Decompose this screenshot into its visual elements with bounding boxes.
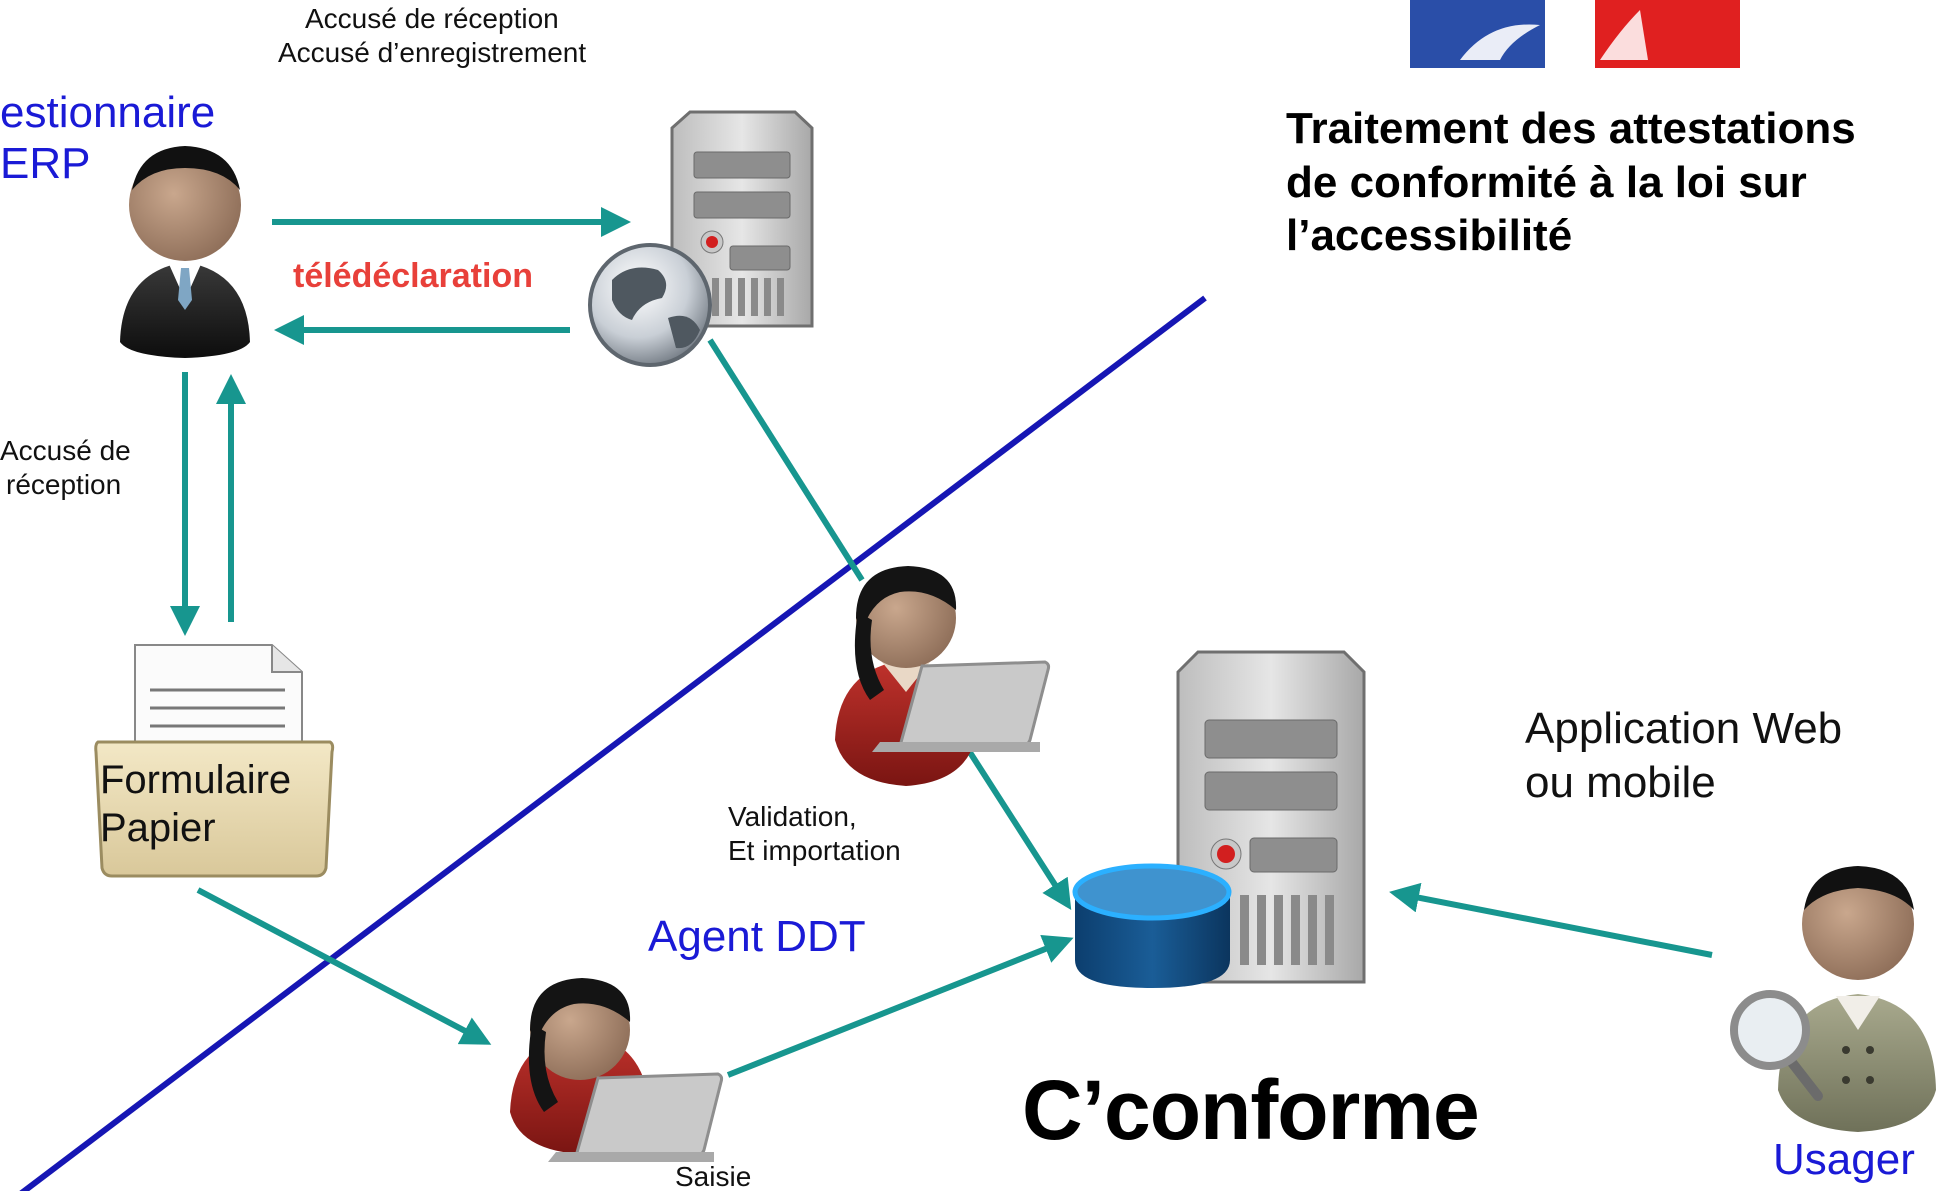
arrow-user-to-server [1389, 882, 1713, 958]
label-accuse-enregistrement: Accusé d’enregistrement [278, 37, 587, 68]
flow-arrows [170, 207, 1713, 1078]
domain-divider-line [19, 295, 1207, 1191]
label-app-web-line2: ou mobile [1525, 757, 1716, 807]
agent-entry-icon [510, 978, 724, 1162]
logo-icon [1410, 0, 1740, 68]
label-accuse-de-reception: Accusé de réception [0, 434, 131, 501]
label-validation: Validation, Et importation [728, 800, 901, 867]
agent-validation-icon [835, 566, 1051, 786]
label-accuse-reception-top: Accusé de réception [305, 3, 559, 34]
page-title-line3: l’accessibilité [1286, 211, 1573, 261]
form-label-formulaire: Formulaire [100, 758, 292, 802]
label-accuse-de: Accusé de [0, 435, 131, 466]
label-saisie: Saisie [675, 1161, 752, 1192]
actor-usager-label: Usager [1773, 1135, 1915, 1184]
form-label-papier: Papier [100, 806, 216, 850]
arrow-agent-to-database [959, 738, 1072, 911]
manager-icon [120, 146, 250, 358]
label-teledeclaration: télédéclaration [293, 257, 533, 295]
label-reception: réception [6, 468, 122, 500]
magnifier-icon [1730, 990, 1823, 1101]
actor-gestionnaire-label: estionnaire ERP [0, 88, 215, 189]
arrow-form-to-agent-entry [196, 887, 492, 1045]
paper-form-icon [94, 644, 335, 878]
actor-gestionnaire-line1: estionnaire [0, 88, 216, 137]
actor-gestionnaire-line2: ERP [0, 138, 91, 188]
page-title-line2: de conformité à la loi sur [1286, 157, 1807, 207]
label-validation-line2: Et importation [728, 834, 901, 866]
label-app-web-line1: Application Web [1525, 704, 1843, 753]
form-label: Formulaire Papier [100, 756, 291, 852]
page-title-line1: Traitement des attestations [1286, 104, 1856, 153]
line-server-to-agent [707, 338, 865, 582]
globe-icon [588, 243, 712, 367]
arrow-agent-entry-to-database [726, 934, 1074, 1078]
label-app-web: Application Web ou mobile [1525, 702, 1842, 809]
web-server-icon [670, 110, 814, 328]
user-search-icon [1778, 866, 1936, 1132]
actor-agent-label: Agent DDT [648, 912, 866, 961]
app-name: C’conforme [1022, 1063, 1480, 1157]
label-validation-line1: Validation, [728, 801, 857, 832]
page-title: Traitement des attestations de conformit… [1286, 102, 1856, 263]
database-icon [1072, 863, 1232, 988]
